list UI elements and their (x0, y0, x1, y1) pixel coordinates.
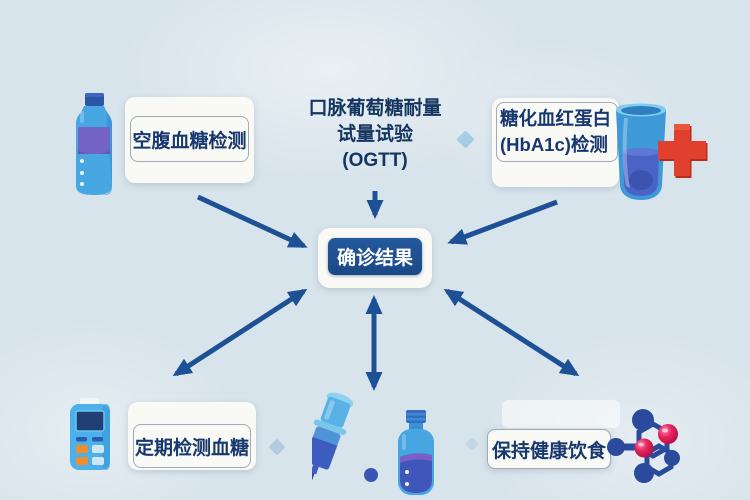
node-hba1c-label: 糖化血红蛋白 (HbA1c)检测 (496, 102, 618, 162)
center-node-label: 确诊结果 (328, 238, 422, 275)
ogtt-line-1: 口脉葡萄糖耐量 (308, 98, 442, 119)
glucose-meter-icon (70, 398, 110, 470)
node-fasting-test-label: 空腹血糖检测 (130, 116, 249, 162)
hba1c-line-2: (HbA1c)检测 (500, 134, 608, 155)
node-diet-card: 保持健康饮食 (487, 429, 611, 469)
small-bottle-icon (398, 410, 434, 495)
water-bottle-icon (76, 93, 112, 195)
edge-center-to-diet (443, 288, 580, 377)
red-cross-icon (658, 124, 708, 178)
node-ogtt-label: 口脉葡萄糖耐量 试量试验 (OGTT) (280, 96, 470, 175)
node-fasting-test-card: 空腹血糖检测 (125, 97, 254, 183)
edge-hba1c-to-center (447, 199, 558, 245)
node-monitoring-card: 定期检测血糖 (128, 402, 256, 470)
edge-fasting-to-center (196, 194, 308, 249)
edge-center-to-monitoring (172, 288, 308, 377)
syringe-icon (312, 392, 378, 486)
node-diet-label: 保持健康饮食 (491, 440, 606, 462)
ogtt-line-3: (OGTT) (342, 150, 408, 172)
node-hba1c-card: 糖化血红蛋白 (HbA1c)检测 (492, 98, 619, 187)
hba1c-line-1: 糖化血红蛋白 (500, 107, 612, 129)
node-monitoring-label: 定期检测血糖 (133, 424, 251, 468)
molecule-icon (607, 409, 680, 483)
center-node-card: 确诊结果 (318, 228, 432, 288)
ogtt-line-2: 试量试验 (336, 124, 413, 146)
test-tube-icon (616, 103, 666, 200)
faded-card-shape (502, 400, 620, 428)
